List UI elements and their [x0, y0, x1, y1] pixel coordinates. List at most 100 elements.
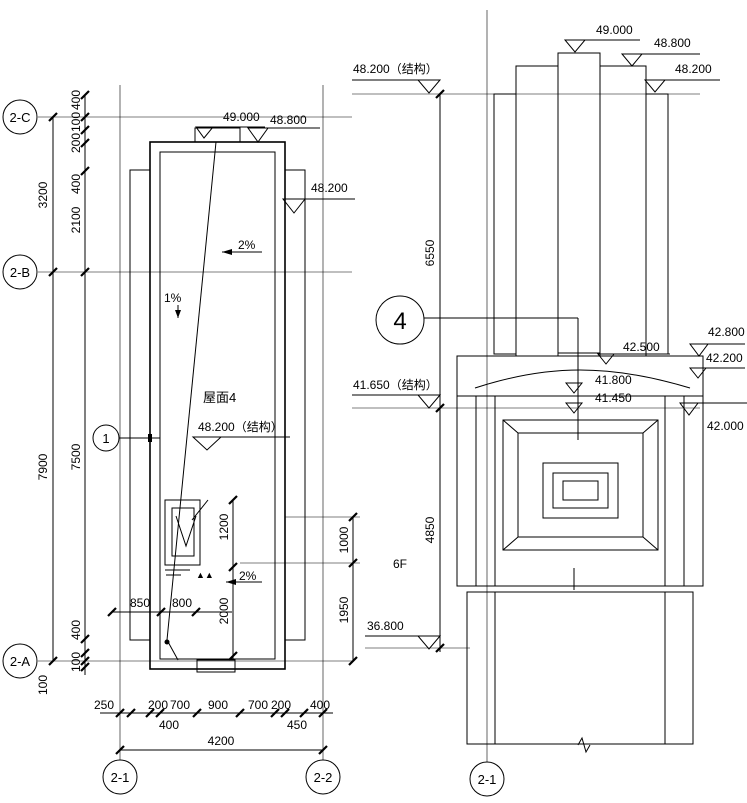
- dim-100-a: 100: [69, 112, 83, 132]
- tower-brick-right: [599, 65, 647, 357]
- svg-text:2%: 2%: [239, 569, 257, 583]
- slope-arrow-top: 2%: [222, 238, 262, 255]
- level-marker-42800: 42.800: [689, 325, 745, 357]
- body-center: [494, 395, 666, 587]
- grid-bubble-2-1: 2-1: [102, 759, 138, 795]
- svg-text:48.200: 48.200: [675, 62, 712, 76]
- level-marker-48800: 48.800: [620, 36, 700, 67]
- grid-bubble-elev-2-1: 2-1: [469, 761, 505, 797]
- dim-700-b: 700: [248, 698, 268, 712]
- dim-7900: 7900: [36, 453, 50, 480]
- dim-ticks-left: [48, 90, 90, 672]
- svg-text:42.000: 42.000: [707, 419, 744, 433]
- stair-mark: ▲▲: [196, 570, 214, 580]
- level-marker-48200-left: 48.200（结构）: [352, 61, 442, 94]
- dim-2100: 2100: [69, 206, 83, 233]
- svg-text:1%: 1%: [164, 291, 182, 305]
- dim-ticks-right: [348, 512, 358, 666]
- level-marker-36800: 36.800: [365, 619, 442, 650]
- svg-text:41.800: 41.800: [595, 373, 632, 387]
- dim-250: 250: [94, 698, 114, 712]
- svg-text:2-1: 2-1: [111, 770, 130, 785]
- parapet-inner: [159, 151, 276, 660]
- dim-200: 200: [69, 133, 83, 153]
- decor-panels: [502, 419, 659, 551]
- svg-text:4: 4: [393, 308, 406, 335]
- callout-1: 1: [92, 424, 160, 452]
- dim-100-b: 100: [69, 652, 83, 672]
- level-marker-41450: 41.450: [564, 391, 632, 414]
- dim-7500: 7500: [69, 443, 83, 470]
- level-marker-48200-plan: 48.200: [281, 181, 355, 214]
- svg-text:42.200: 42.200: [706, 351, 743, 365]
- svg-text:42.500: 42.500: [623, 340, 660, 354]
- svg-text:49.000: 49.000: [596, 23, 633, 37]
- dim-2000: 2000: [217, 597, 231, 624]
- slope-arrow-side: 1%: [164, 291, 182, 318]
- svg-text:48.800: 48.800: [270, 113, 307, 127]
- break-mark: [577, 736, 591, 754]
- cap-curve: [474, 369, 691, 389]
- dim-200-a: 200: [148, 698, 168, 712]
- grid-bubble-2a: 2-A: [2, 643, 38, 679]
- svg-text:49.000: 49.000: [223, 110, 260, 124]
- level-marker-41800: 41.800: [564, 373, 632, 394]
- top-opening: [194, 127, 241, 143]
- svg-text:2-B: 2-B: [10, 265, 30, 280]
- dim-400-a: 400: [69, 90, 83, 110]
- dim-400-sub: 400: [159, 718, 179, 732]
- svg-text:1: 1: [102, 431, 109, 446]
- level-marker-42000: 42.000: [679, 402, 747, 433]
- parapet-outer: [149, 141, 286, 670]
- lower-shaft: [494, 591, 666, 745]
- dim-4200: 4200: [208, 734, 235, 748]
- dim-700-a: 700: [170, 698, 190, 712]
- dim-ticks-bottom: [115, 708, 328, 755]
- tower-core: [557, 52, 601, 354]
- level-marker-48200-right: 48.200: [643, 62, 720, 93]
- level-marker-48800-plan: 48.800: [247, 113, 320, 143]
- bottom-opening: [196, 659, 236, 673]
- dim-1950: 1950: [337, 596, 351, 623]
- wall-left: [129, 169, 151, 641]
- ridge-line: [166, 141, 217, 641]
- svg-text:2%: 2%: [238, 238, 256, 252]
- dim-400-c: 400: [69, 620, 83, 640]
- wall-right: [284, 169, 306, 641]
- dim-850: 850: [130, 596, 150, 610]
- elevation: 2-1: [352, 10, 747, 797]
- cap-band: [456, 355, 704, 397]
- svg-text:48.200: 48.200: [311, 181, 348, 195]
- svg-text:41.450: 41.450: [595, 391, 632, 405]
- level-marker-42200: 42.200: [688, 351, 745, 379]
- lower-pier-right: [664, 591, 694, 745]
- tower-brick-left: [515, 65, 559, 357]
- svg-text:42.800: 42.800: [708, 325, 745, 339]
- grid-bubble-2c: 2-C: [2, 99, 38, 135]
- roof-label: 屋面4: [203, 390, 236, 405]
- grid-bubble-2b: 2-B: [2, 254, 38, 290]
- dim-900: 900: [208, 698, 228, 712]
- dim-1000: 1000: [337, 526, 351, 553]
- svg-text:48.800: 48.800: [654, 36, 691, 50]
- dim-1200: 1200: [217, 513, 231, 540]
- stair-shaft: ▲▲: [164, 499, 214, 580]
- floor-label: 6F: [393, 557, 407, 571]
- level-marker-49000-plan: 49.000: [195, 110, 265, 139]
- dim-100-outer: 100: [36, 675, 50, 695]
- dim-400-b: 400: [69, 174, 83, 194]
- slope-arrow-low: 2%: [226, 569, 262, 585]
- svg-text:2-C: 2-C: [10, 110, 31, 125]
- callout-4: 4: [375, 295, 579, 440]
- dim-3200: 3200: [36, 181, 50, 208]
- svg-text:2-A: 2-A: [10, 654, 31, 669]
- tower-dotted-right: [645, 93, 669, 355]
- svg-text:48.200（结构）: 48.200（结构）: [353, 61, 438, 76]
- svg-text:2-2: 2-2: [314, 770, 333, 785]
- roof-plan: 2-C 2-B 2-A 2-1 2-2: [2, 85, 407, 795]
- svg-text:48.200（结构）: 48.200（结构）: [198, 419, 283, 434]
- svg-text:2-1: 2-1: [478, 772, 497, 787]
- tower-dotted-left: [493, 93, 517, 355]
- dim-800: 800: [172, 596, 192, 610]
- level-marker-42500: 42.500: [596, 340, 670, 365]
